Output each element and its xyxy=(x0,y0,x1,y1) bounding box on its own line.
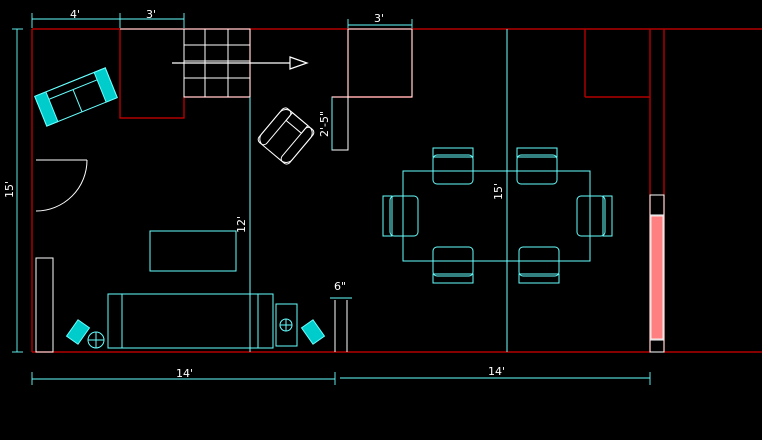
direction-arrow-icon xyxy=(172,56,309,70)
dim-label-15ft-table: 15' xyxy=(492,183,505,200)
dining-chair-right xyxy=(576,195,613,237)
dim-label-12ft: 12' xyxy=(235,216,248,233)
dining-chair-top-right xyxy=(516,147,558,185)
dim-label-6in: 6" xyxy=(334,280,346,293)
dining-chair-top-left xyxy=(432,147,474,185)
door-swing-icon xyxy=(35,159,88,212)
dining-table xyxy=(402,170,591,262)
accent-chair-left xyxy=(65,319,91,345)
dining-chair-bottom-left xyxy=(432,246,474,284)
dim-label-3ft-left: 3' xyxy=(146,8,156,21)
dim-label-2ft5in: 2'-5" xyxy=(318,111,331,137)
pink-panel xyxy=(650,215,664,340)
dim-label-4ft: 4' xyxy=(70,8,80,21)
dim-label-14ft-left: 14' xyxy=(176,367,193,380)
dim-label-15ft-left: 15' xyxy=(3,181,16,198)
accent-chair-right xyxy=(300,319,326,345)
dimension-labels: 4' 3' 3' 15' 12' 2'-5" 15' 6" 14' 14' xyxy=(3,8,505,380)
floor-lamp xyxy=(87,331,105,349)
furniture xyxy=(34,67,613,349)
chair-icon xyxy=(257,107,315,165)
dim-label-14ft-right: 14' xyxy=(488,365,505,378)
dim-label-3ft-center: 3' xyxy=(374,12,384,25)
dimension-lines xyxy=(12,13,651,385)
side-cabinet xyxy=(275,303,298,347)
interior-lines xyxy=(35,28,665,353)
bench xyxy=(107,293,274,349)
sofa-icon xyxy=(34,67,118,127)
dining-chair-left xyxy=(382,195,419,237)
dining-chair-bottom-right xyxy=(518,246,560,284)
coffee-table xyxy=(149,230,237,272)
